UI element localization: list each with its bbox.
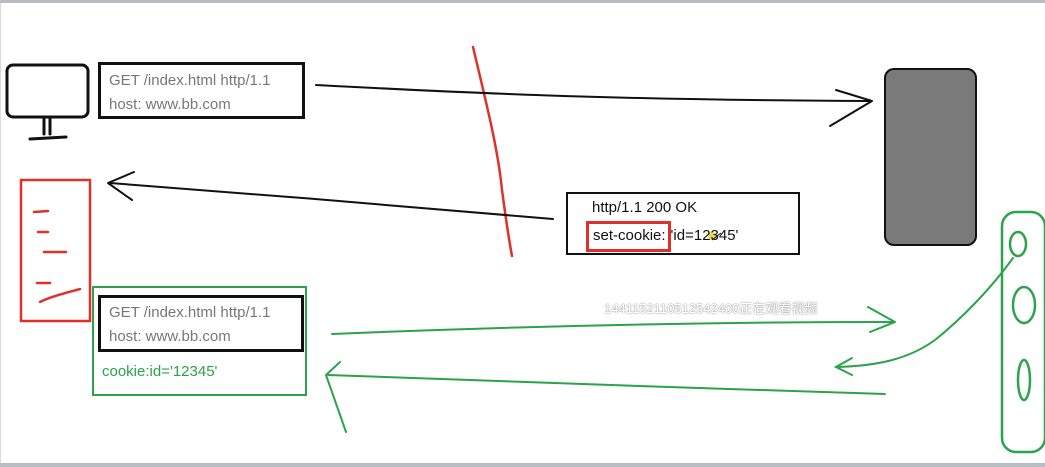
phone-icon (1000, 210, 1045, 454)
response-arrow (107, 171, 554, 220)
second-host-line: host: www.bb.com (109, 328, 231, 345)
window-top-border (0, 0, 1045, 3)
request-arrow (315, 84, 873, 127)
monitor-icon (5, 63, 90, 141)
set-cookie-header-box: set-cookie: (586, 221, 671, 252)
second-request-line: GET /index.html http/1.1 (109, 304, 271, 321)
cookie-header-line: cookie:id='12345' (102, 363, 218, 380)
second-request-container: GET /index.html http/1.1 host: www.bb.co… (92, 286, 307, 396)
http-request-box: GET /index.html http/1.1 host: www.bb.co… (98, 62, 305, 119)
server-icon (884, 68, 977, 246)
second-http-request-box: GET /index.html http/1.1 host: www.bb.co… (98, 295, 304, 352)
device-connection-arrowhead (833, 357, 853, 376)
network-boundary-line (471, 45, 514, 258)
second-request-arrow (331, 306, 896, 335)
set-cookie-label: set-cookie: (593, 227, 666, 244)
second-response-arrow (325, 361, 886, 433)
request-line: GET /index.html http/1.1 (109, 72, 271, 89)
cookie-storage-icon (19, 178, 92, 323)
set-cookie-value: 'id=12345' (670, 227, 739, 244)
device-connection-curve (835, 257, 1014, 368)
host-line: host: www.bb.com (109, 96, 231, 113)
viewer-watermark: 1441152110512542400正在观看视频 (604, 301, 818, 316)
status-line: http/1.1 200 OK (592, 199, 698, 216)
http-response-box: http/1.1 200 OK set-cookie:'id=12345' (566, 192, 800, 255)
window-bottom-border (0, 463, 1045, 467)
window-left-border (0, 3, 1, 463)
cursor-icon (708, 232, 722, 241)
set-cookie-line: set-cookie:'id=12345' (586, 221, 738, 252)
